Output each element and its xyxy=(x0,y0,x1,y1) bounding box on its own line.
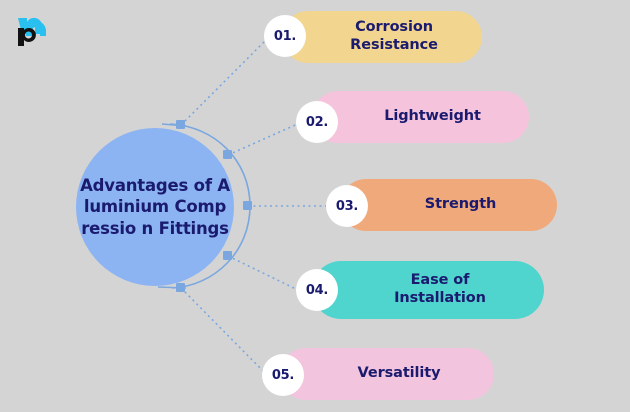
brand-logo-mark xyxy=(18,17,46,46)
item-number-2: 02. xyxy=(305,114,329,130)
node-3 xyxy=(243,201,252,210)
item-badge-1[interactable]: 01. xyxy=(264,15,306,57)
item-number-1: 01. xyxy=(273,28,297,44)
item-label-4: Ease of Installation xyxy=(360,272,496,307)
dotted-line-5 xyxy=(180,287,269,377)
arc-tail-top xyxy=(161,123,187,127)
brand-logo xyxy=(12,8,58,52)
item-label-3: Strength xyxy=(424,196,497,213)
dotted-line-4 xyxy=(227,255,301,292)
dotted-line-2 xyxy=(227,121,303,156)
center-topic-label: Advantages of Aluminium Compressio n Fit… xyxy=(80,176,230,238)
item-badge-4[interactable]: 04. xyxy=(296,269,338,311)
item-pill-1[interactable]: Corrosion Resistance xyxy=(282,11,482,63)
node-2 xyxy=(223,150,232,159)
item-number-3: 03. xyxy=(335,198,359,214)
item-label-4-line1: Ease of xyxy=(410,272,470,289)
item-badge-3[interactable]: 03. xyxy=(326,185,368,227)
item-number-5: 05. xyxy=(271,367,295,383)
item-badge-2[interactable]: 02. xyxy=(296,101,338,143)
item-number-4: 04. xyxy=(305,282,329,298)
dotted-line-1 xyxy=(180,33,273,126)
node-4 xyxy=(223,251,232,260)
logo-black-p xyxy=(18,28,36,46)
item-pill-4[interactable]: Ease of Installation xyxy=(312,261,544,319)
item-badge-5[interactable]: 05. xyxy=(262,354,304,396)
item-label-4-line2: Installation xyxy=(394,290,486,306)
arc-tail-bottom xyxy=(157,286,187,289)
item-label-2: Lightweight xyxy=(384,108,481,125)
item-label-5: Versatility xyxy=(357,365,441,382)
item-pill-5[interactable]: Versatility xyxy=(280,348,494,400)
node-1 xyxy=(176,120,185,129)
center-topic-circle: Advantages of Aluminium Compressio n Fit… xyxy=(76,128,234,286)
item-label-1: Corrosion Resistance xyxy=(350,19,438,53)
item-pill-3[interactable]: Strength xyxy=(340,179,557,231)
node-5 xyxy=(176,283,185,292)
item-pill-2[interactable]: Lightweight xyxy=(312,91,529,143)
